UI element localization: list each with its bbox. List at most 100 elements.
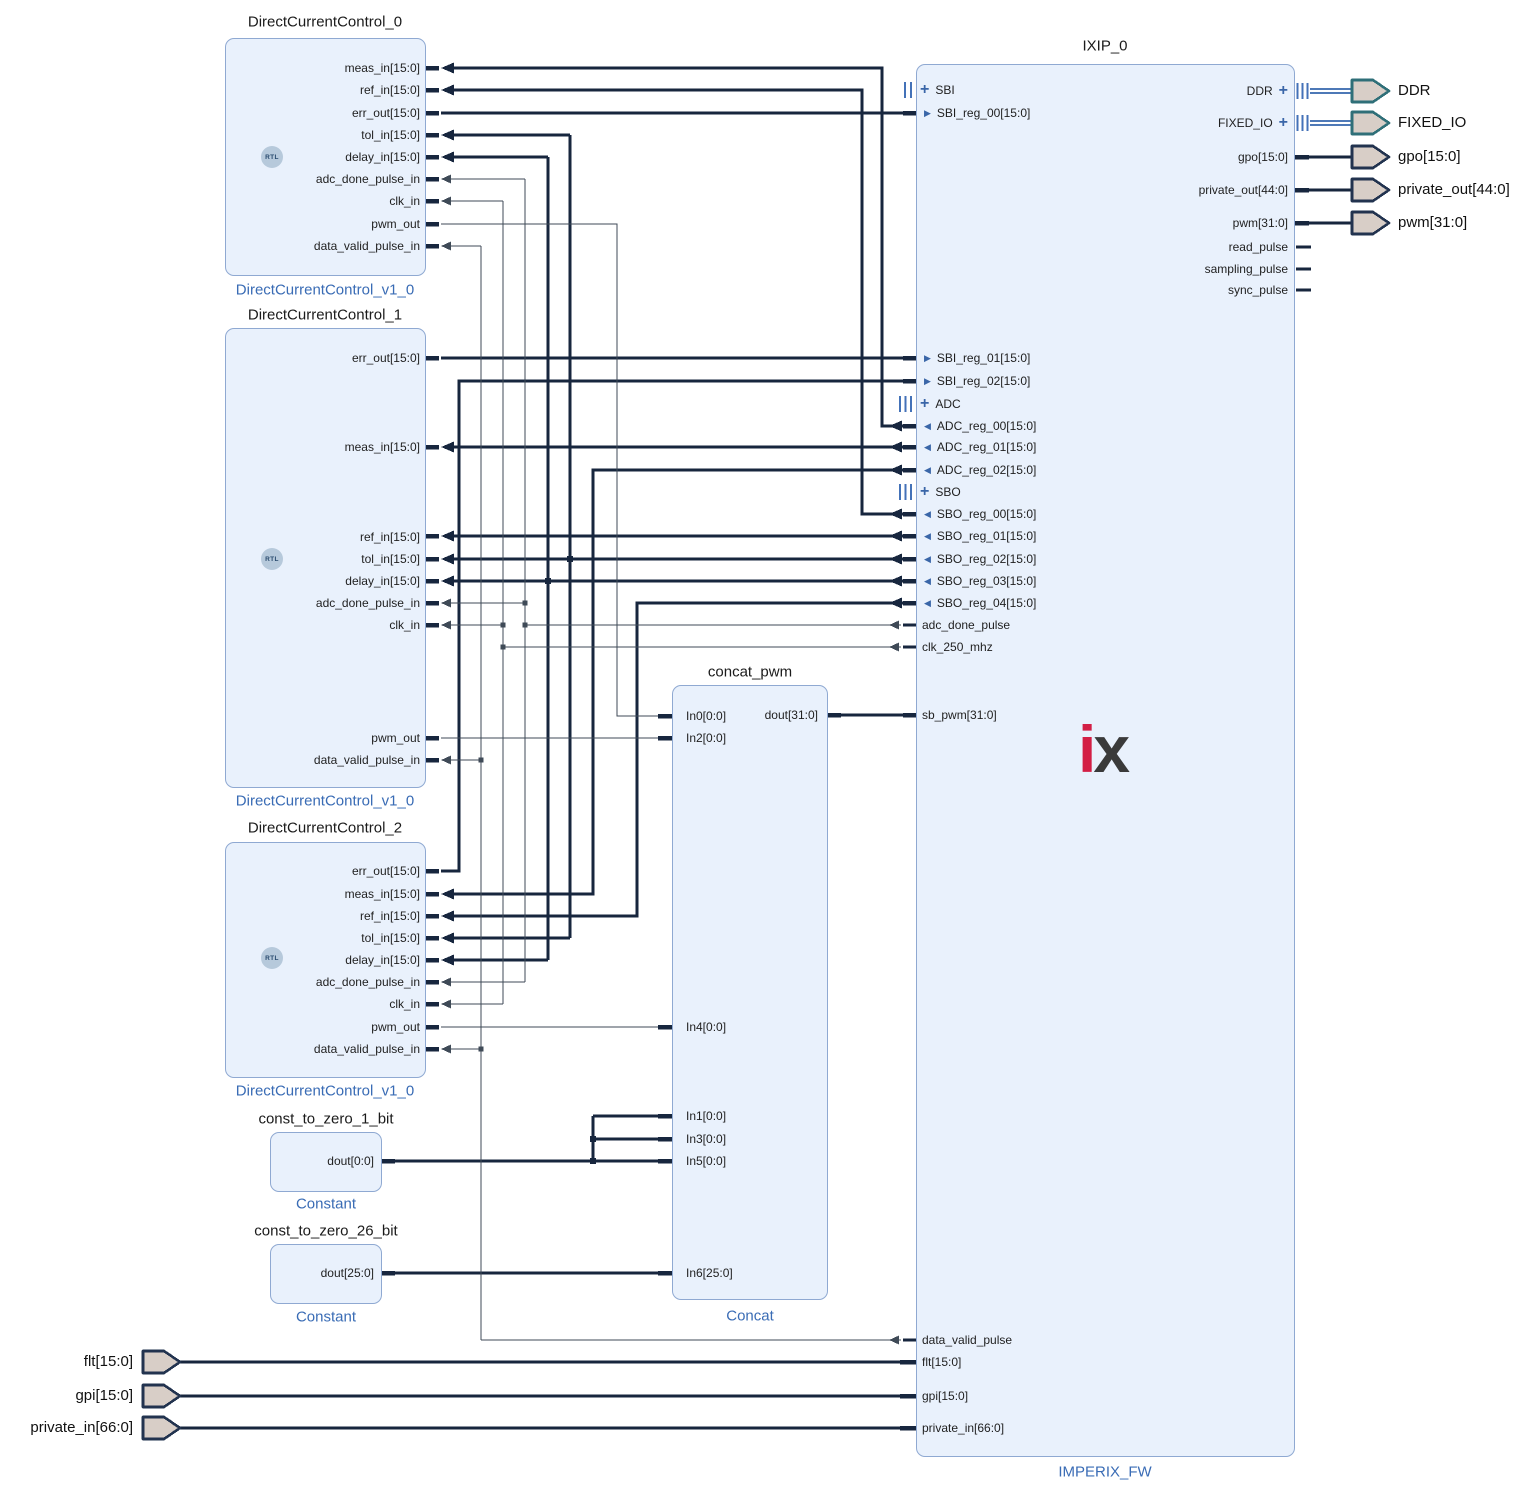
pin-ixip-sbi-reg-02[interactable]: ▶SBI_reg_02[15:0] [924, 374, 1031, 388]
pin-dcc1-err-out[interactable]: err_out[15:0] [351, 351, 420, 365]
junction-dots-small [478, 600, 528, 1052]
pin-dcc1-adc-done-pulse-in[interactable]: adc_done_pulse_in [315, 596, 420, 610]
expand-plus-icon[interactable]: + [1278, 82, 1288, 99]
pin-dcc0-meas-in[interactable]: meas_in[15:0] [344, 61, 420, 75]
pin-ixip-gpo[interactable]: gpo[15:0] [1237, 150, 1288, 164]
pin-ixip-private-in[interactable]: private_in[66:0] [922, 1421, 1005, 1435]
pin-const26-dout[interactable]: dout[25:0] [320, 1266, 374, 1280]
pin-stubs-small [903, 245, 1311, 1342]
external-port-gpi[interactable] [141, 1383, 182, 1409]
pin-dcc2-delay-in[interactable]: delay_in[15:0] [345, 953, 420, 967]
pin-concat-in5[interactable]: In5[0:0] [686, 1154, 727, 1168]
pin-dcc1-tol-in[interactable]: tol_in[15:0] [361, 552, 420, 566]
pin-ixip-private-out[interactable]: private_out[44:0] [1198, 183, 1288, 197]
external-port-label-pwm: pwm[31:0] [1398, 214, 1468, 231]
expand-plus-icon[interactable]: + [920, 483, 930, 500]
external-port-gpo[interactable] [1350, 144, 1391, 170]
block-concat-pwm[interactable] [672, 685, 828, 1300]
pin-ixip-adc-reg-01[interactable]: ◀ADC_reg_01[15:0] [924, 440, 1037, 454]
pin-dcc1-delay-in[interactable]: delay_in[15:0] [345, 574, 420, 588]
expand-plus-icon[interactable]: + [920, 395, 930, 412]
pin-dcc1-meas-in[interactable]: meas_in[15:0] [344, 440, 420, 454]
pin-ixip-pwm[interactable]: pwm[31:0] [1232, 216, 1288, 230]
pin-dcc0-delay-in[interactable]: delay_in[15:0] [345, 150, 420, 164]
pin-ixip-fixed-io-interface[interactable]: FIXED_IO+ [1217, 114, 1288, 131]
pin-ixip-sbo-interface[interactable]: +SBO [920, 483, 961, 500]
pin-ixip-sbo-reg-00[interactable]: ◀SBO_reg_00[15:0] [924, 507, 1037, 521]
pin-dcc2-err-out[interactable]: err_out[15:0] [351, 864, 420, 878]
pin-dcc1-pwm-out[interactable]: pwm_out [371, 731, 420, 745]
pin-ixip-adc-reg-00[interactable]: ◀ADC_reg_00[15:0] [924, 419, 1037, 433]
pin-dcc2-ref-in[interactable]: ref_in[15:0] [359, 909, 420, 923]
pin-dcc0-pwm-out[interactable]: pwm_out [371, 217, 420, 231]
pin-ixip-sbo-reg-01[interactable]: ◀SBO_reg_01[15:0] [924, 529, 1037, 543]
pin-concat-in6[interactable]: In6[25:0] [686, 1266, 733, 1280]
expand-plus-icon[interactable]: + [1278, 114, 1288, 131]
external-port-label-fixed-io: FIXED_IO [1398, 114, 1467, 131]
pin-ixip-sbo-reg-04[interactable]: ◀SBO_reg_04[15:0] [924, 596, 1037, 610]
pin-concat-dout[interactable]: dout[31:0] [764, 708, 818, 722]
pin-ixip-clk-250-mhz[interactable]: clk_250_mhz [922, 640, 993, 654]
pin-dcc0-ref-in[interactable]: ref_in[15:0] [359, 83, 420, 97]
pin-dcc2-data-valid-pulse-in[interactable]: data_valid_pulse_in [313, 1042, 420, 1056]
pin-ixip-adc-interface[interactable]: +ADC [920, 395, 961, 412]
external-port-flt[interactable] [141, 1349, 182, 1375]
block-const-to-zero-26-bit[interactable] [270, 1244, 382, 1304]
block-const-to-zero-1-bit[interactable] [270, 1132, 382, 1192]
pin-ixip-sbo-reg-02[interactable]: ◀SBO_reg_02[15:0] [924, 552, 1037, 566]
pin-ixip-sbi-interface[interactable]: +SBI [920, 81, 955, 98]
pin-ixip-adc-done-pulse[interactable]: adc_done_pulse [922, 618, 1011, 632]
pin-dcc0-tol-in[interactable]: tol_in[15:0] [361, 128, 420, 142]
pin-ixip-sb-pwm[interactable]: sb_pwm[31:0] [922, 708, 997, 722]
pin-concat-in1[interactable]: In1[0:0] [686, 1109, 727, 1123]
block-directcurrentcontrol-0[interactable] [225, 38, 426, 276]
block-directcurrentcontrol-1[interactable] [225, 328, 426, 788]
external-port-shapes [141, 78, 1391, 1441]
pin-dcc1-clk-in[interactable]: clk_in [389, 618, 420, 632]
pin-ixip-adc-reg-02[interactable]: ◀ADC_reg_02[15:0] [924, 463, 1037, 477]
pin-ixip-sync-pulse[interactable]: sync_pulse [1227, 283, 1288, 297]
output-pin-icon: ◀ [924, 530, 931, 541]
rtl-icon: RTL [261, 947, 283, 969]
pin-ixip-sbi-reg-01[interactable]: ▶SBI_reg_01[15:0] [924, 351, 1031, 365]
pin-ixip-ddr-interface[interactable]: DDR+ [1246, 82, 1288, 99]
pin-dcc2-tol-in[interactable]: tol_in[15:0] [361, 931, 420, 945]
pin-concat-in3[interactable]: In3[0:0] [686, 1132, 727, 1146]
rtl-icon: RTL [261, 548, 283, 570]
pin-dcc1-data-valid-pulse-in[interactable]: data_valid_pulse_in [313, 753, 420, 767]
pin-dcc2-meas-in[interactable]: meas_in[15:0] [344, 887, 420, 901]
pin-ixip-sbo-reg-03[interactable]: ◀SBO_reg_03[15:0] [924, 574, 1037, 588]
external-port-private-out[interactable] [1350, 177, 1391, 203]
pin-ixip-sampling-pulse[interactable]: sampling_pulse [1204, 262, 1288, 276]
pin-dcc0-adc-done-pulse-in[interactable]: adc_done_pulse_in [315, 172, 420, 186]
external-port-pwm[interactable] [1350, 210, 1391, 236]
pin-ixip-sbi-reg-00[interactable]: ▶SBI_reg_00[15:0] [924, 106, 1031, 120]
pin-dcc2-pwm-out[interactable]: pwm_out [371, 1020, 420, 1034]
output-pin-icon: ◀ [924, 508, 931, 519]
expand-plus-icon[interactable]: + [920, 81, 930, 98]
pin-concat-in2[interactable]: In2[0:0] [686, 731, 727, 745]
block-type-const1: Constant [295, 1195, 357, 1213]
pin-ixip-flt[interactable]: flt[15:0] [922, 1355, 962, 1369]
pin-dcc0-data-valid-pulse-in[interactable]: data_valid_pulse_in [313, 239, 420, 253]
pin-concat-in4[interactable]: In4[0:0] [686, 1020, 727, 1034]
pin-concat-in0[interactable]: In0[0:0] [686, 709, 727, 723]
block-directcurrentcontrol-2[interactable] [225, 842, 426, 1078]
pin-ixip-gpi[interactable]: gpi[15:0] [922, 1389, 969, 1403]
external-port-ddr[interactable] [1350, 78, 1391, 104]
pin-dcc2-adc-done-pulse-in[interactable]: adc_done_pulse_in [315, 975, 420, 989]
output-pin-icon: ◀ [924, 464, 931, 475]
pin-ixip-data-valid-pulse[interactable]: data_valid_pulse [922, 1333, 1013, 1347]
interface-wires[interactable] [1310, 87, 1352, 127]
external-port-private-in[interactable] [141, 1415, 182, 1441]
single-bit-nets[interactable] [441, 178, 901, 1341]
pin-dcc0-err-out[interactable]: err_out[15:0] [351, 106, 420, 120]
pin-ixip-read-pulse[interactable]: read_pulse [1228, 240, 1288, 254]
pin-dcc1-ref-in[interactable]: ref_in[15:0] [359, 530, 420, 544]
pin-dcc2-clk-in[interactable]: clk_in [389, 997, 420, 1011]
constant-nets[interactable] [382, 1114, 672, 1275]
pin-const1-dout[interactable]: dout[0:0] [327, 1154, 374, 1168]
pin-dcc0-clk-in[interactable]: clk_in [389, 194, 420, 208]
block-ixip-0[interactable] [916, 64, 1295, 1457]
external-port-fixed-io[interactable] [1350, 110, 1391, 136]
